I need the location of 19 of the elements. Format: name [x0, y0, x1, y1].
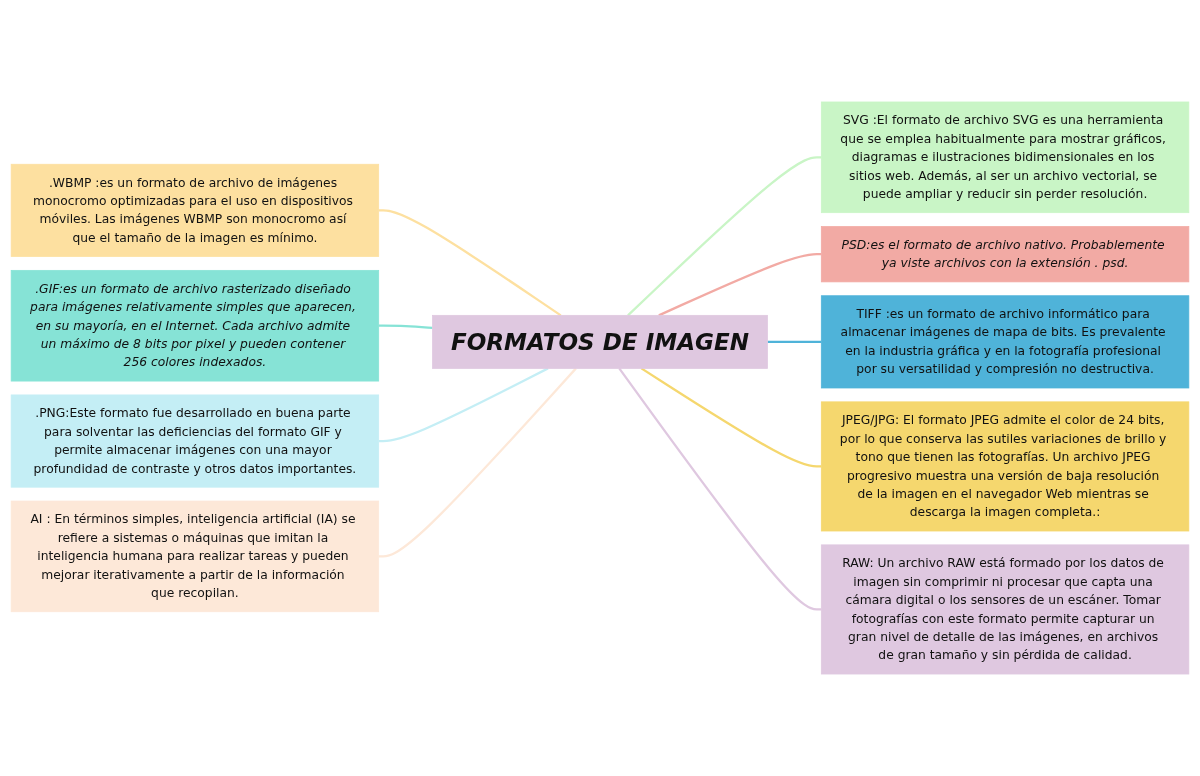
topic-box: AI : En términos simples, inteligencia artificial (IA) se refiere a sistemas o máquinas que imitan la inteligencia humana para realizar tareas y pueden mejorar iterativamente a partir de la información que recopilan.	[10, 500, 380, 613]
connector-line	[640, 367, 822, 468]
connector-line	[627, 156, 822, 317]
topic-box: SVG :El formato de archivo SVG es una herramienta que se emplea habitualmente para mostrar gráficos, diagramas e ilustraciones bidimensionales en los sitios web. Además, al ser un archivo vectorial, se puede ampliar y reducir sin perder resolución.	[820, 101, 1190, 214]
topic-box: RAW: Un archivo RAW está formado por los datos de imagen sin comprimir ni procesar que capta una cámara digital o los sensores de un escáner. Tomar fotografías con este formato permite capturar un gran nivel de detalle de las imágenes, en archivos de gran tamaño y sin pérdida de calidad.	[820, 544, 1190, 675]
topic-box: JPEG/JPG: El formato JPEG admite el color de 24 bits, por lo que conserva las sutiles variaciones de brillo y tono que tienen las fotografías. Un archivo JPEG progresivo muestra una versión de baja resolución de la imagen en el navegador Web mientras se descarga la imagen completa.:	[820, 401, 1190, 532]
topic-box: PSD:es el formato de archivo nativo. Probablemente ya viste archivos con la extensión . psd.	[820, 226, 1190, 283]
topic-box: TIFF :es un formato de archivo informático para almacenar imágenes de mapa de bits. Es prevalente en la industria gráfica y en la fotografía profesional por su versatilidad y compresión no destructiva.	[820, 295, 1190, 389]
connector-line	[378, 324, 433, 330]
connector-line	[378, 367, 549, 443]
topic-box: .PNG:Este formato fue desarrollado en buena parte para solventar las deficiencias del formato GIF y permite almacenar imágenes con una mayor profundidad de contraste y otros datos importantes.	[10, 394, 380, 488]
topic-box: .WBMP :es un formato de archivo de imágenes monocromo optimizadas para el uso en dispositivos móviles. Las imágenes WBMP son monocromo así que el tamaño de la imagen es mínimo.	[10, 163, 380, 257]
topic-box: .GIF:es un formato de archivo rasterizado diseñado para imágenes relativamente simples que aparecen, en su mayoría, en el Internet. Cada archivo admite un máximo de 8 bits por pixel y pueden contener 256 colores indexados.	[10, 269, 380, 382]
connector-line	[378, 209, 562, 317]
connector-line	[618, 367, 822, 611]
central-topic-box: FORMATOS DE IMAGEN	[432, 314, 768, 369]
connector-line	[658, 253, 822, 317]
connector-line	[767, 340, 822, 343]
connector-line	[378, 367, 577, 558]
